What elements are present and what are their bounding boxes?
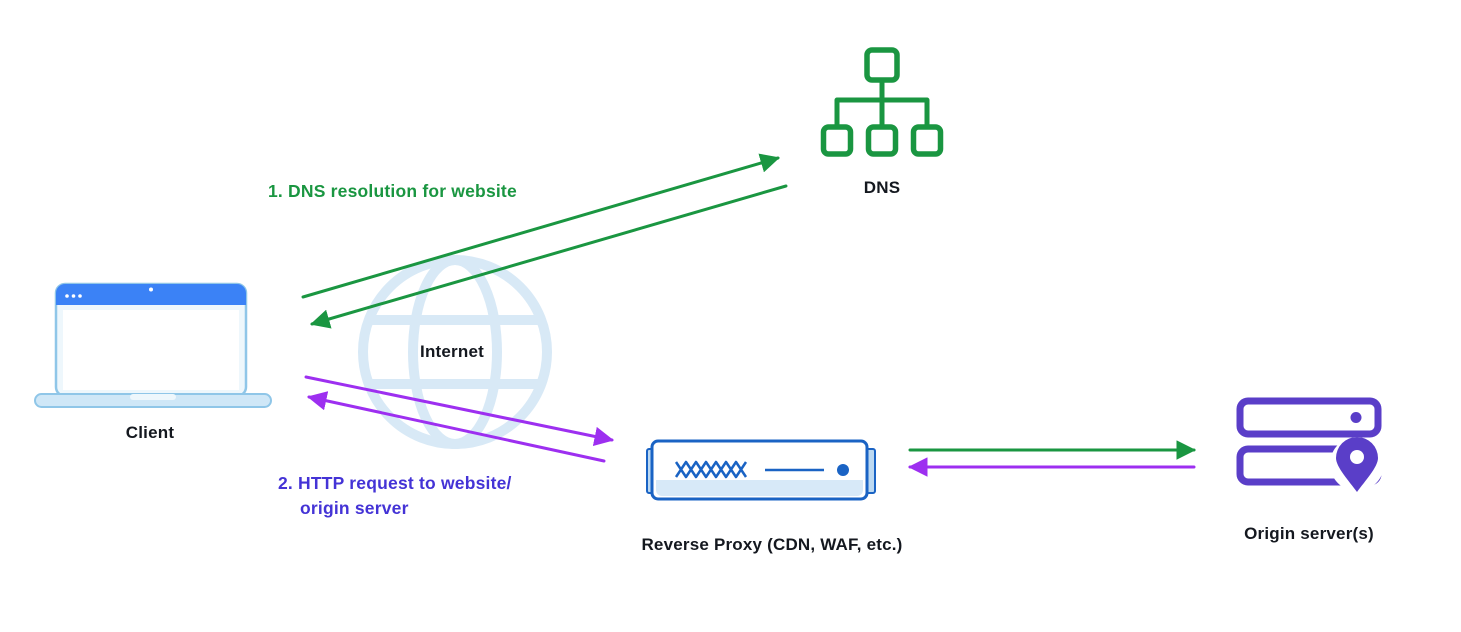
proxy-appliance-icon: [646, 439, 876, 501]
origin-server-label: Origin server(s): [1244, 524, 1374, 543]
internet-label: Internet: [420, 342, 484, 361]
arrow-client-to-dns: [301, 153, 780, 299]
arrow-dns-to-client: [310, 184, 788, 329]
step2-line1: 2. HTTP request to website/: [278, 473, 512, 493]
client-label: Client: [125, 423, 175, 442]
laptop-icon: [34, 282, 272, 408]
arrows-proxy-origin: [908, 440, 1196, 477]
server-stack-location-pin-icon: [1236, 397, 1384, 492]
step2-http-request-annotation: 2. HTTP request to website/ origin serve…: [278, 471, 512, 521]
arrow-proxy-to-client: [307, 391, 606, 463]
globe-icon: [358, 255, 552, 449]
step2-line2: origin server: [300, 498, 409, 518]
dns-label: DNS: [863, 178, 901, 197]
step1-dns-resolution-annotation: 1. DNS resolution for website: [268, 181, 517, 201]
arrow-client-to-proxy: [304, 375, 614, 447]
reverse-proxy-label: Reverse Proxy (CDN, WAF, etc.): [641, 535, 903, 554]
arrows-client-dns: [301, 153, 788, 329]
dns-tree-icon: [820, 47, 944, 157]
arrows-client-proxy: [304, 375, 614, 463]
